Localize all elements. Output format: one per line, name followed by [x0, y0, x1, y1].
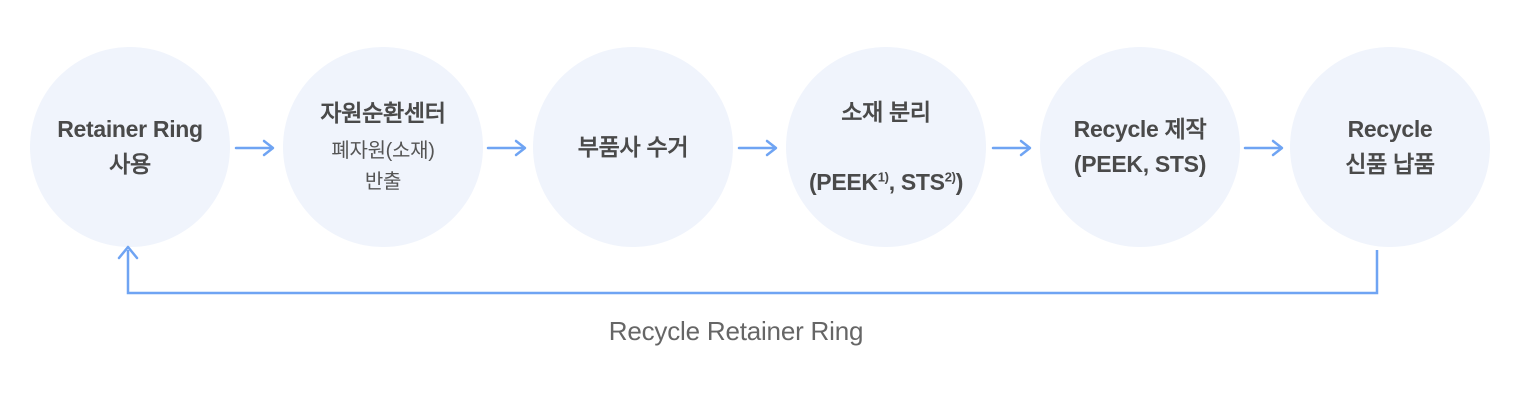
- arrow-up-icon: [117, 245, 139, 260]
- flow-step-material-separation: 소재 분리 (PEEK1), STS2)): [786, 47, 986, 247]
- flow-step-retainer-ring-use: Retainer Ring 사용: [30, 47, 230, 247]
- flow-step-recycle-delivery: Recycle 신품 납품: [1290, 47, 1490, 247]
- step-title: Retainer Ring 사용: [57, 116, 203, 177]
- flow-step-resource-center: 자원순환센터 폐자원(소재) 반출: [283, 47, 483, 247]
- flow-step-parts-collection: 부품사 수거: [533, 47, 733, 247]
- step-title-line2: (PEEK1), STS2)): [808, 168, 964, 195]
- step-title: Recycle 제작 (PEEK, STS): [1073, 116, 1207, 177]
- step-title: Recycle 신품 납품: [1345, 116, 1435, 177]
- arrow-right-icon: [1243, 139, 1284, 157]
- step-title: 소재 분리 (PEEK1), STS2)): [809, 60, 963, 235]
- arrow-right-icon: [234, 139, 275, 157]
- flow-step-recycle-production: Recycle 제작 (PEEK, STS): [1040, 47, 1240, 247]
- arrow-right-icon: [737, 139, 778, 157]
- footnote-ref-1: 1): [877, 168, 889, 184]
- arrow-right-icon: [991, 139, 1032, 157]
- arrow-right-icon: [486, 139, 527, 157]
- step-title: 자원순환센터: [320, 100, 446, 126]
- step-subtitle: 폐자원(소재) 반출: [331, 140, 435, 193]
- return-arrow-label: Recycle Retainer Ring: [608, 316, 864, 346]
- step-title: 부품사 수거: [577, 133, 689, 160]
- step-title-line1: 소재 분리: [841, 98, 931, 125]
- footnote-ref-2: 2): [944, 168, 956, 184]
